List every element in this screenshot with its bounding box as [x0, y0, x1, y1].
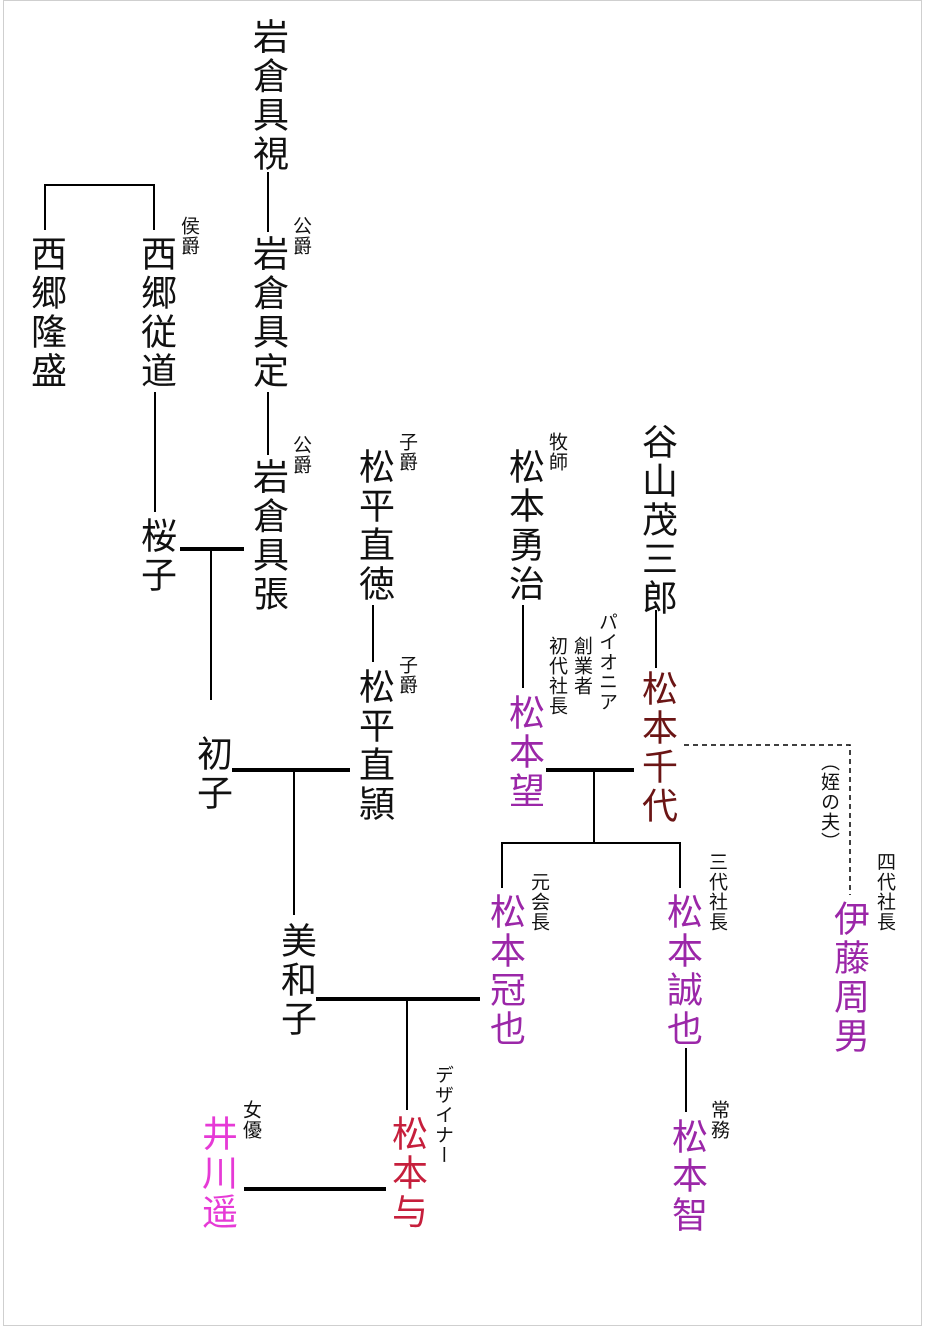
- name-matsumoto-seiya: 松本誠也: [661, 893, 702, 1049]
- children-bracket: [501, 842, 681, 888]
- name-matsumoto-yuji: 松本勇治: [503, 448, 544, 604]
- name-matsumoto-ataeru: 松本与: [386, 1115, 427, 1232]
- title-igawa: 女優: [240, 1100, 262, 1140]
- name-hatsuko: 初子: [191, 735, 232, 813]
- name-saigo-judo: 西郷従道: [135, 235, 176, 391]
- title-naonori: 子爵: [396, 432, 418, 472]
- name-saigo-takamori: 西郷隆盛: [25, 235, 66, 391]
- title-satoshi: 常務: [708, 1100, 730, 1140]
- title-ito-relation: （姪の夫）: [818, 752, 840, 852]
- image-frame: [3, 0, 922, 1326]
- name-taniyama-shigesaburo: 谷山茂三郎: [636, 423, 677, 618]
- title-nozomu-company: パイオニア: [596, 612, 618, 712]
- name-iwakura-tomosada: 岩倉具定: [247, 235, 288, 391]
- title-tomosada: 公爵: [290, 216, 312, 256]
- title-nozomu-president: 初代社長: [546, 636, 568, 716]
- title-yuji: 牧師: [546, 432, 568, 472]
- dashed-relation-ito: [684, 744, 851, 895]
- title-seiya: 三代社長: [706, 852, 728, 932]
- name-igawa-haruka: 井川遥: [196, 1115, 237, 1232]
- title-nozomu-founder: 創業者: [571, 636, 593, 696]
- name-matsudaira-naonori: 松平直徳: [353, 448, 394, 604]
- title-tomoharu: 公爵: [290, 435, 312, 475]
- title-ataeru: デザイナー: [432, 1065, 454, 1165]
- title-judo: 侯爵: [178, 216, 200, 256]
- title-naoyori: 子爵: [396, 655, 418, 695]
- name-iwakura-tomoharu: 岩倉具張: [247, 458, 288, 614]
- title-kanya: 元会長: [528, 872, 550, 932]
- name-matsumoto-nozomu: 松本望: [503, 694, 544, 811]
- name-sakurako: 桜子: [135, 517, 176, 595]
- sibling-line-saigo: [44, 184, 155, 230]
- name-ito-chikao: 伊藤周男: [828, 900, 869, 1056]
- name-matsumoto-satoshi: 松本智: [666, 1118, 707, 1235]
- title-ito: 四代社長: [874, 852, 896, 932]
- name-iwakura-tomomi: 岩倉具視: [247, 18, 288, 174]
- name-matsumoto-chiyo: 松本千代: [636, 670, 677, 826]
- name-matsumoto-kanya: 松本冠也: [484, 893, 525, 1049]
- name-matsudaira-naoyori: 松平直頴: [353, 668, 394, 824]
- name-miwako: 美和子: [275, 922, 316, 1039]
